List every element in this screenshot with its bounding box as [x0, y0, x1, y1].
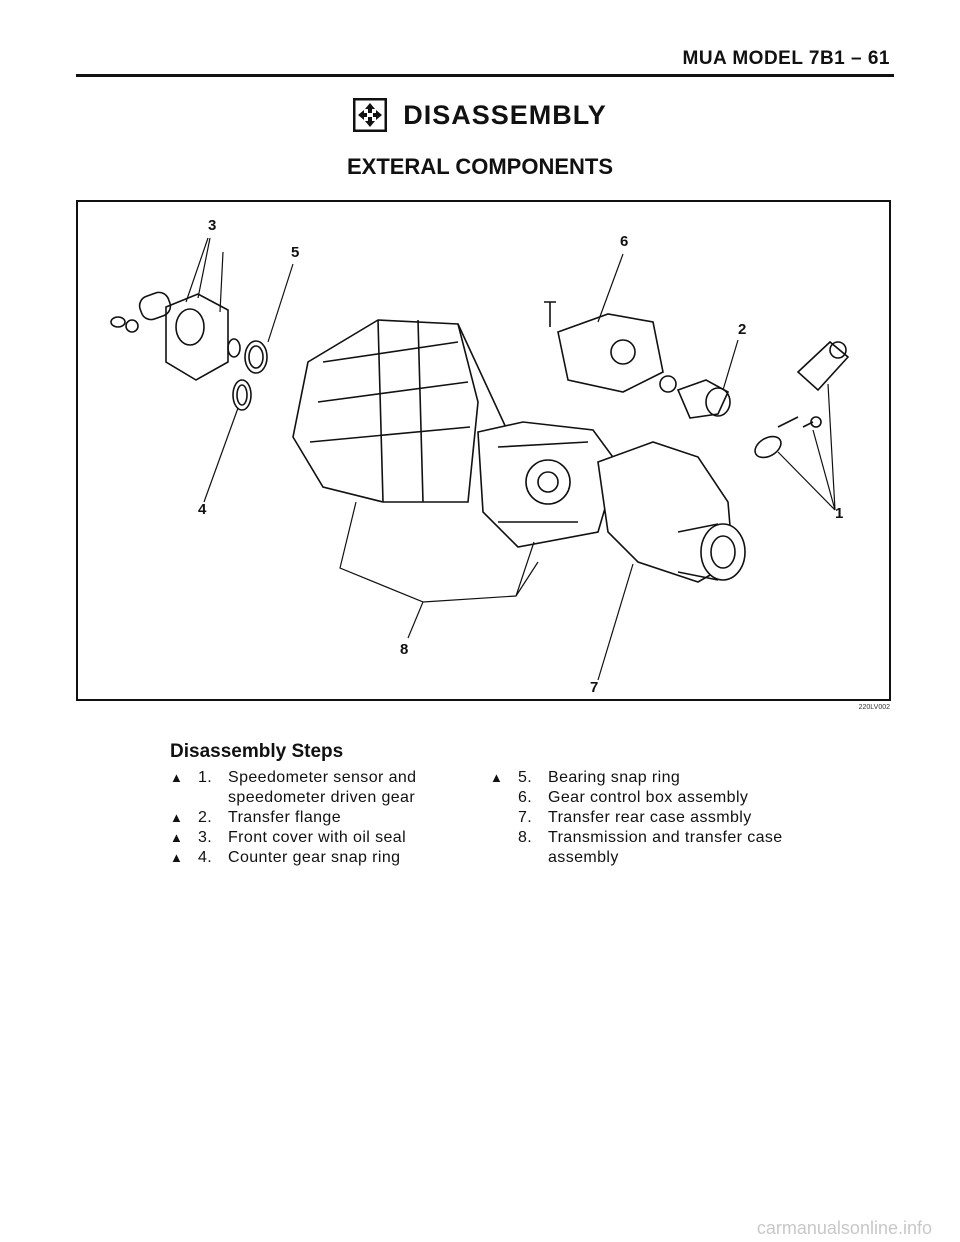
step-item: ▲ 1. Speedometer sensor and speedometer …: [170, 768, 448, 808]
step-text: Counter gear snap ring: [228, 849, 401, 866]
step-item: ▲ 5. Bearing snap ring: [490, 768, 798, 788]
step-text: Transfer rear case assmbly: [548, 809, 752, 826]
page-title: DISASSEMBLY: [403, 99, 607, 130]
step-item: ▲ 2. Transfer flange: [170, 808, 448, 828]
title-row: DISASSEMBLY: [0, 98, 960, 132]
transfer-rear-case-part: [597, 441, 746, 583]
steps-heading: Disassembly Steps: [170, 741, 344, 762]
disassembly-icon: [353, 98, 388, 132]
exploded-view-drawing: 3 5 4 6 2 1 8 7: [110, 217, 850, 696]
callout-3: 3: [208, 217, 216, 234]
header-rule: [76, 74, 894, 77]
callout-2: 2: [738, 321, 746, 338]
step-item: 8. Transmission and transfer case assemb…: [490, 828, 798, 868]
step-item: ▲ 4. Counter gear snap ring: [170, 848, 448, 868]
step-text: Bearing snap ring: [548, 769, 681, 786]
bearing-snap-ring-part: [244, 340, 268, 374]
step-item: 6. Gear control box assembly: [490, 788, 798, 808]
step-number: 8.: [518, 829, 533, 846]
step-number: 4.: [198, 849, 213, 866]
counter-gear-snap-ring-part: [232, 379, 252, 411]
step-number: 5.: [518, 769, 533, 786]
important-marker: ▲: [170, 850, 184, 865]
steps-left-column: ▲ 1. Speedometer sensor and speedometer …: [170, 768, 448, 868]
step-number: 3.: [198, 829, 213, 846]
important-marker: ▲: [170, 830, 184, 845]
step-number: 1.: [198, 769, 213, 786]
leader-lines: [185, 237, 836, 681]
steps-right-column: ▲ 5. Bearing snap ring 6. Gear control b…: [490, 768, 798, 868]
exploded-view-figure: 3 5 4 6 2 1 8 7: [76, 200, 891, 701]
section-subtitle: EXTERAL COMPONENTS: [346, 154, 614, 179]
step-number: 7.: [518, 809, 533, 826]
transfer-case-part: [477, 421, 619, 548]
step-text: Transmission and transfer case assembly: [548, 829, 783, 866]
callout-7: 7: [590, 679, 598, 696]
step-text: Gear control box assembly: [548, 789, 749, 806]
front-cover-part: [110, 291, 229, 381]
step-text: Front cover with oil seal: [228, 829, 407, 846]
callout-4: 4: [198, 501, 207, 518]
important-marker: ▲: [490, 770, 504, 785]
step-number: 6.: [518, 789, 533, 806]
step-text: Transfer flange: [228, 809, 342, 826]
gear-control-box-part: [544, 301, 677, 393]
callout-1: 1: [835, 505, 843, 522]
speedometer-sensor-part: [754, 340, 850, 459]
step-item: 7. Transfer rear case assmbly: [490, 808, 798, 828]
callout-6: 6: [620, 233, 628, 250]
watermark-footer: carmanualsonline.info: [756, 1218, 932, 1238]
callout-5: 5: [291, 244, 299, 261]
step-item: ▲ 3. Front cover with oil seal: [170, 828, 448, 848]
important-marker: ▲: [170, 770, 184, 785]
callout-8: 8: [400, 641, 408, 658]
important-marker: ▲: [170, 810, 184, 825]
transmission-case-part: [292, 319, 509, 508]
figure-code: 220LV002: [858, 704, 890, 711]
step-text: Speedometer sensor and speedometer drive…: [228, 769, 417, 806]
transfer-flange-part: [676, 379, 731, 419]
running-head: MUA MODEL 7B1 – 61: [682, 48, 890, 69]
step-number: 2.: [198, 809, 213, 826]
